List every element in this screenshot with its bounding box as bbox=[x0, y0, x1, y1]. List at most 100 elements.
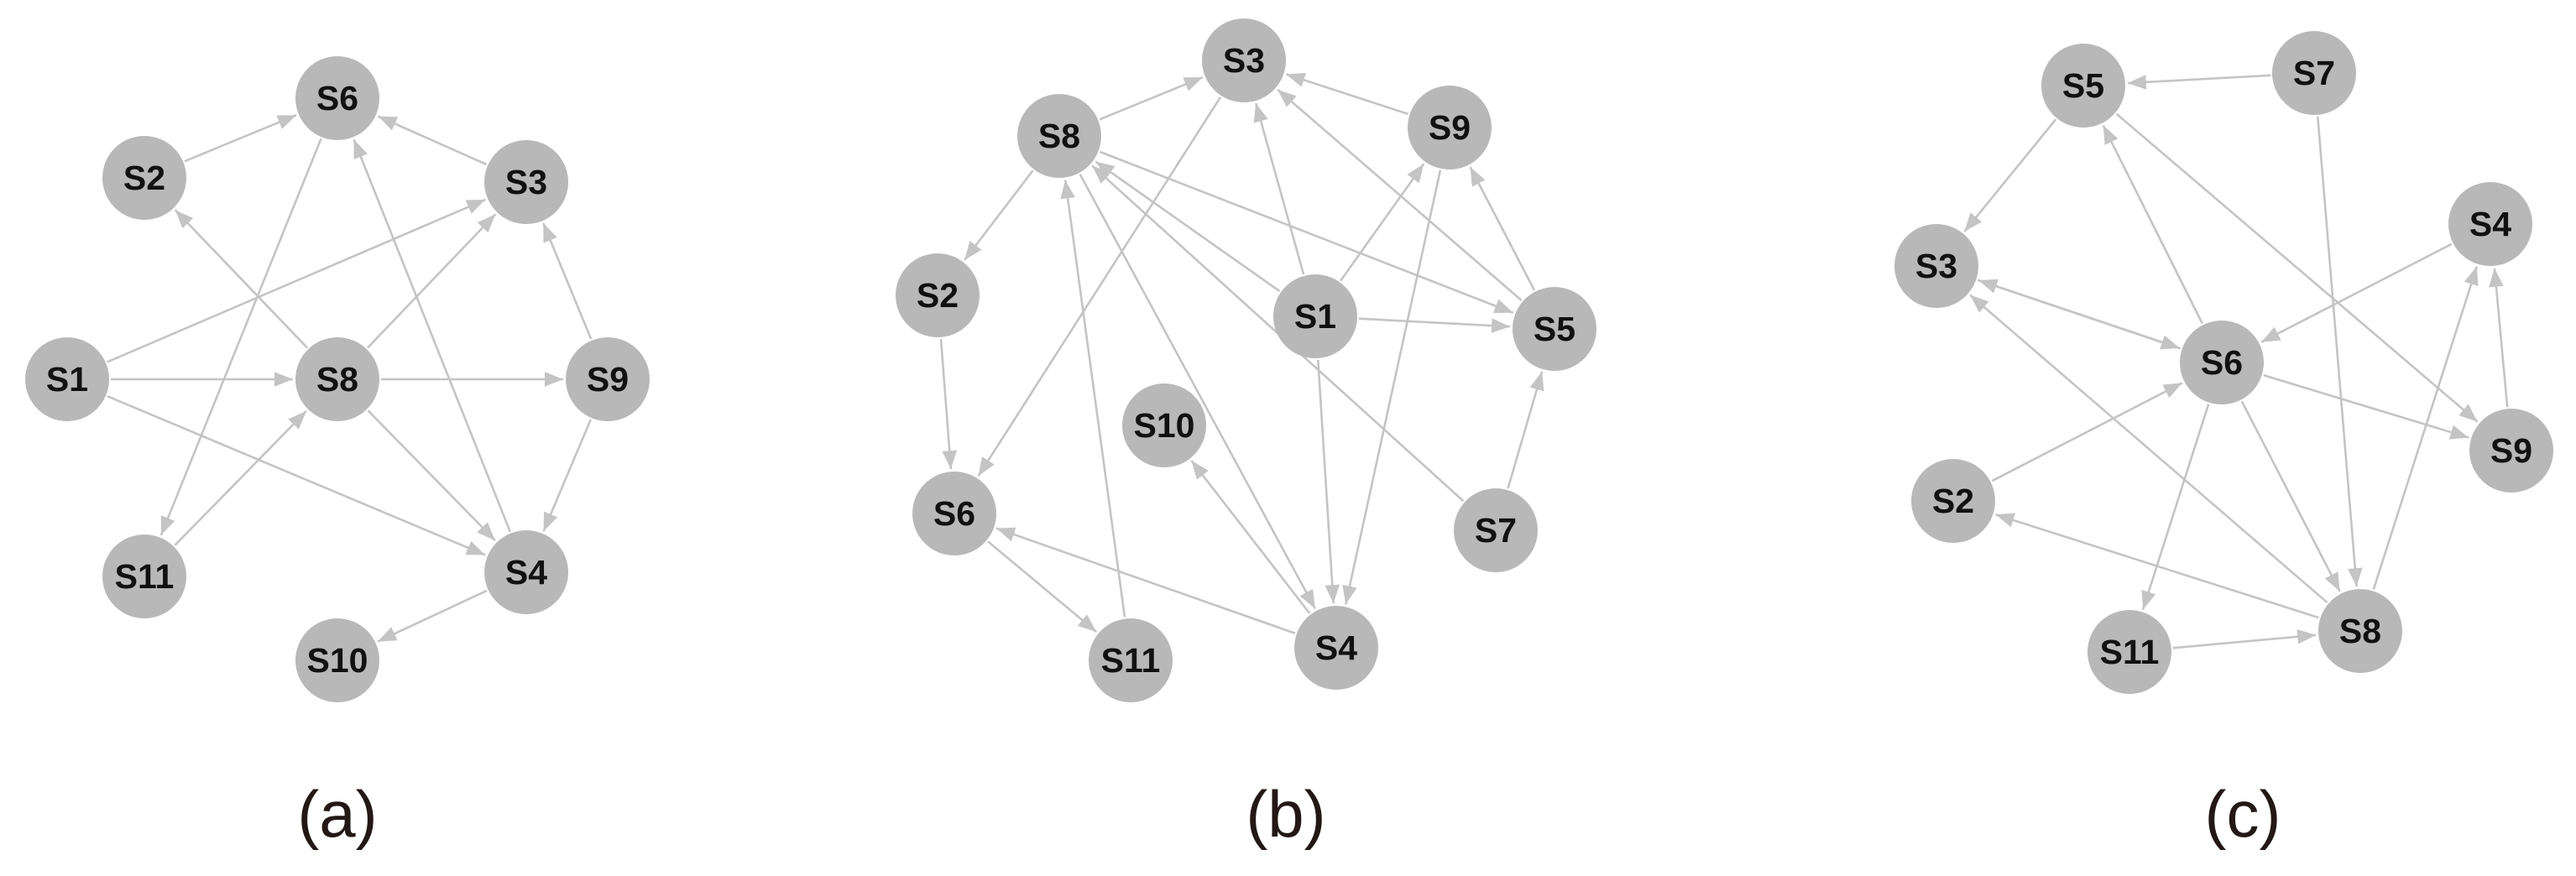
node-s5: S5 bbox=[1513, 287, 1596, 371]
edge-s5-to-s9 bbox=[1469, 166, 1536, 291]
node-label: S3 bbox=[1915, 247, 1957, 285]
node-circle bbox=[25, 337, 109, 421]
node-circle bbox=[1122, 383, 1206, 467]
edge-s8-to-s2 bbox=[174, 209, 308, 349]
node-label: S7 bbox=[2293, 54, 2335, 92]
edge-s7-to-s8 bbox=[2316, 116, 2363, 587]
node-s4: S4 bbox=[484, 530, 568, 614]
node-circle bbox=[1294, 606, 1378, 690]
node-label: S3 bbox=[1223, 41, 1265, 80]
edge-s4-to-s10 bbox=[1190, 460, 1311, 614]
edge-s9-to-s3 bbox=[1285, 72, 1408, 116]
node-s2: S2 bbox=[1911, 459, 1995, 543]
edge-s6-to-s9 bbox=[2263, 373, 2469, 440]
node-circle bbox=[1202, 18, 1286, 102]
node-circle bbox=[1408, 86, 1492, 169]
node-label: S2 bbox=[123, 159, 165, 197]
edge-s6-to-s8 bbox=[2240, 400, 2341, 592]
node-label: S2 bbox=[917, 276, 959, 315]
edge-s6-to-s5 bbox=[2102, 124, 2203, 325]
edge-s5-to-s9 bbox=[2115, 112, 2479, 423]
node-s6: S6 bbox=[295, 56, 379, 140]
node-circle bbox=[1273, 274, 1357, 358]
edge-s9-to-s3 bbox=[542, 222, 593, 340]
node-label: S8 bbox=[2339, 612, 2381, 650]
node-circle bbox=[2087, 610, 2171, 694]
node-label: S5 bbox=[2062, 66, 2104, 105]
edge-s1-to-s3 bbox=[1253, 102, 1305, 275]
node-s3: S3 bbox=[484, 140, 568, 224]
node-label: S4 bbox=[505, 553, 547, 592]
node-label: S1 bbox=[46, 360, 88, 399]
node-circle bbox=[2318, 589, 2402, 673]
panel-a-caption: (a) bbox=[297, 777, 377, 851]
node-label: S9 bbox=[1429, 108, 1471, 147]
node-circle bbox=[2469, 409, 2553, 493]
node-s6: S6 bbox=[912, 472, 996, 555]
edge-s4-to-s10 bbox=[377, 589, 488, 643]
edge-s6-to-s11 bbox=[2141, 404, 2210, 610]
edge-s11-to-s8 bbox=[174, 409, 307, 546]
edge-s4-to-s6 bbox=[2260, 242, 2453, 343]
edge-s7-to-s5 bbox=[1507, 371, 1544, 489]
node-circle bbox=[295, 618, 379, 702]
edge-s9-to-s4 bbox=[542, 419, 592, 532]
edge-s3-to-s6 bbox=[977, 96, 1222, 477]
edge-s8-to-s3 bbox=[1969, 294, 2328, 604]
node-s9: S9 bbox=[566, 337, 650, 421]
edge-s6-to-s11 bbox=[159, 138, 322, 536]
node-s7: S7 bbox=[2272, 31, 2356, 115]
node-s9: S9 bbox=[1408, 86, 1492, 169]
node-circle bbox=[295, 337, 379, 421]
edge-s1-to-s9 bbox=[1340, 163, 1425, 282]
edge-s8-to-s4 bbox=[2372, 266, 2479, 590]
node-label: S10 bbox=[1134, 406, 1195, 445]
node-circle bbox=[1894, 224, 1978, 308]
panel-b-caption: (b) bbox=[1246, 777, 1325, 851]
node-label: S11 bbox=[2100, 633, 2160, 671]
node-label: S2 bbox=[1932, 482, 1974, 520]
node-circle bbox=[102, 136, 186, 220]
node-s1: S1 bbox=[1273, 274, 1357, 358]
edge-s2-to-s6 bbox=[1991, 382, 2183, 482]
edge-s8-to-s2 bbox=[964, 169, 1034, 261]
edge-s1-to-s8 bbox=[1095, 160, 1281, 293]
node-circle bbox=[484, 140, 568, 224]
edge-s2-to-s6 bbox=[184, 114, 297, 163]
node-circle bbox=[484, 530, 568, 614]
node-circle bbox=[912, 472, 996, 555]
node-label: S1 bbox=[1294, 297, 1336, 336]
edge-s9-to-s4 bbox=[1342, 169, 1442, 605]
node-label: S3 bbox=[505, 163, 547, 201]
node-label: S9 bbox=[587, 360, 629, 399]
panel-b-edges bbox=[939, 72, 1544, 634]
panel-c-edges bbox=[1963, 74, 2509, 649]
node-s10: S10 bbox=[1122, 383, 1206, 467]
node-label: S5 bbox=[1534, 310, 1575, 348]
edge-s8-to-s4 bbox=[1079, 174, 1316, 610]
node-s3: S3 bbox=[1202, 18, 1286, 102]
edge-s7-to-s5 bbox=[2127, 74, 2271, 90]
edge-s9-to-s4 bbox=[2489, 268, 2509, 408]
node-label: S8 bbox=[1038, 117, 1080, 155]
node-label: S7 bbox=[1475, 511, 1517, 550]
node-circle bbox=[2272, 31, 2356, 115]
node-s9: S9 bbox=[2469, 409, 2553, 493]
node-label: S8 bbox=[316, 360, 358, 399]
node-label: S4 bbox=[1315, 628, 1357, 667]
panel-a-edges bbox=[107, 114, 593, 643]
node-circle bbox=[295, 56, 379, 140]
edge-s8-to-s3 bbox=[1099, 76, 1204, 121]
node-s1: S1 bbox=[25, 337, 109, 421]
node-circle bbox=[1017, 94, 1101, 178]
node-s4: S4 bbox=[1294, 606, 1378, 690]
edge-s11-to-s8 bbox=[1060, 180, 1126, 618]
edge-s5-to-s3 bbox=[1277, 88, 1523, 301]
node-s6: S6 bbox=[2180, 321, 2264, 404]
edge-s6-to-s11 bbox=[987, 540, 1098, 634]
